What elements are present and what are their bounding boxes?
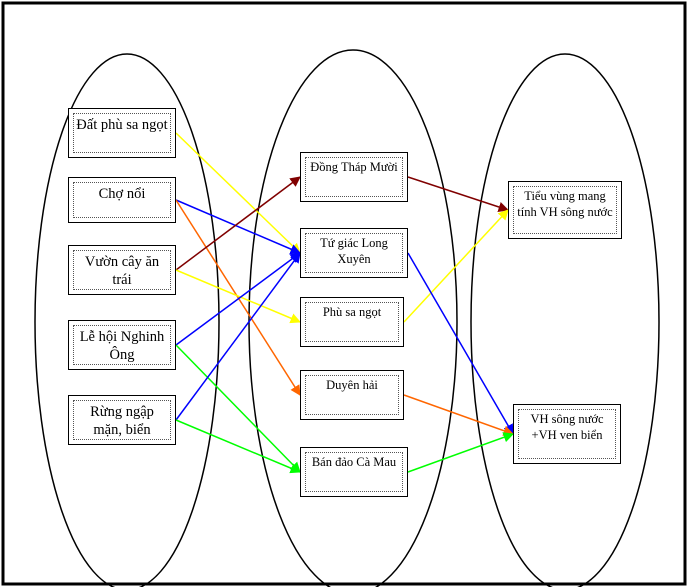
node-label: Vườn cây ăn trái (73, 250, 171, 290)
node-label: Lễ hội Nghinh Ông (73, 325, 171, 365)
arrow-le-hoi-to-ban-dao (175, 344, 301, 473)
node-vuon-cay: Vườn cây ăn trái (68, 245, 176, 295)
node-label: Đất phù sa ngọt (73, 113, 171, 153)
arrow-vuon-cay-to-phu-sa-ngot (175, 269, 301, 324)
arrow-tu-giac-to-vh-song-nuoc (407, 252, 514, 435)
node-dong-thap-muoi: Đồng Tháp Mười (300, 152, 408, 202)
node-label: VH sông nước +VH ven biển (518, 409, 616, 459)
arrow-duyen-hai-to-vh-song-nuoc (403, 394, 514, 436)
arrow-dong-thap-muoi-to-tieu-vung (407, 176, 509, 213)
node-duyen-hai: Duyên hải (300, 370, 404, 420)
node-cho-noi: Chợ nổi (68, 177, 176, 223)
node-label: Bán đảo Cà Mau (305, 452, 403, 492)
node-le-hoi: Lễ hội Nghinh Ông (68, 320, 176, 370)
node-phu-sa-ngot: Phù sa ngọt (300, 297, 404, 347)
arrow-dat-phu-sa-to-tu-giac (175, 132, 301, 254)
node-label: Tứ giác Long Xuyên (305, 233, 403, 273)
node-label: Phù sa ngọt (305, 302, 399, 342)
node-label: Duyên hải (305, 375, 399, 415)
group-ellipse-cultures (470, 53, 660, 587)
arrow-cho-noi-to-duyen-hai (175, 199, 301, 396)
arrow-phu-sa-ngot-to-tieu-vung (403, 209, 509, 323)
arrow-cho-noi-to-tu-giac (175, 199, 301, 255)
node-vh-song-nuoc: VH sông nước +VH ven biển (513, 404, 621, 464)
arrow-rung-ngap-man-to-tu-giac (175, 252, 301, 421)
arrow-rung-ngap-man-to-ban-dao (175, 419, 301, 474)
arrow-ban-dao-to-vh-song-nuoc (407, 432, 514, 473)
node-label: Tiểu vùng mang tính VH sông nước (513, 186, 617, 234)
arrow-vuon-cay-to-dong-thap-muoi (175, 176, 301, 271)
group-ellipse-features (34, 53, 220, 587)
arrow-le-hoi-to-tu-giac (175, 252, 301, 346)
node-label: Chợ nổi (73, 182, 171, 218)
node-dat-phu-sa: Đất phù sa ngọt (68, 108, 176, 158)
node-label: Đồng Tháp Mười (305, 157, 403, 197)
node-label: Rừng ngập mặn, biển (73, 400, 171, 440)
node-tu-giac: Tứ giác Long Xuyên (300, 228, 408, 278)
node-rung-ngap-man: Rừng ngập mặn, biển (68, 395, 176, 445)
node-tieu-vung: Tiểu vùng mang tính VH sông nước (508, 181, 622, 239)
node-ban-dao: Bán đảo Cà Mau (300, 447, 408, 497)
